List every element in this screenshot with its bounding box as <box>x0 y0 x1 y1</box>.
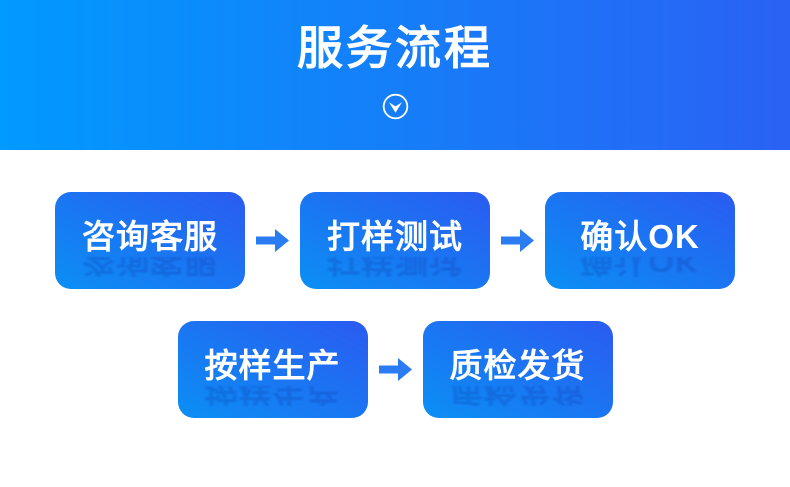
chevron-down-circle-icon <box>382 93 408 120</box>
step-box-production: 按样生产 按样生产 <box>177 321 368 418</box>
step-label: 按样生产 <box>204 346 341 384</box>
flow-row-1: 咨询客服 咨询客服 打样测试 打样测试 确认OK 确认OK <box>0 192 790 289</box>
step-box-sample-test: 打样测试 打样测试 <box>300 192 490 289</box>
step-box-consult: 咨询客服 咨询客服 <box>55 192 245 289</box>
step-label: 打样测试 <box>327 217 463 255</box>
banner: 服务流程 <box>0 0 790 150</box>
step-label-reflection: 打样测试 <box>327 256 463 277</box>
arrow-right-icon <box>378 358 412 381</box>
arrow-right-icon <box>256 229 289 252</box>
arrow-right-icon <box>501 229 534 252</box>
step-label-reflection: 质检发货 <box>449 385 586 406</box>
step-box-confirm-ok: 确认OK 确认OK <box>545 192 735 289</box>
flow-row-2: 按样生产 按样生产 质检发货 质检发货 <box>0 321 790 418</box>
step-box-qc-ship: 质检发货 质检发货 <box>422 321 613 418</box>
step-label: 质检发货 <box>449 346 586 384</box>
page-title: 服务流程 <box>297 22 493 74</box>
step-label-reflection: 咨询客服 <box>82 256 218 277</box>
step-label-reflection: 按样生产 <box>204 385 341 406</box>
step-label: 咨询客服 <box>82 217 218 255</box>
step-label-reflection: 确认OK <box>580 256 700 277</box>
step-label: 确认OK <box>580 217 700 255</box>
flow-chart: 咨询客服 咨询客服 打样测试 打样测试 确认OK 确认OK 按样生产 <box>0 150 790 487</box>
